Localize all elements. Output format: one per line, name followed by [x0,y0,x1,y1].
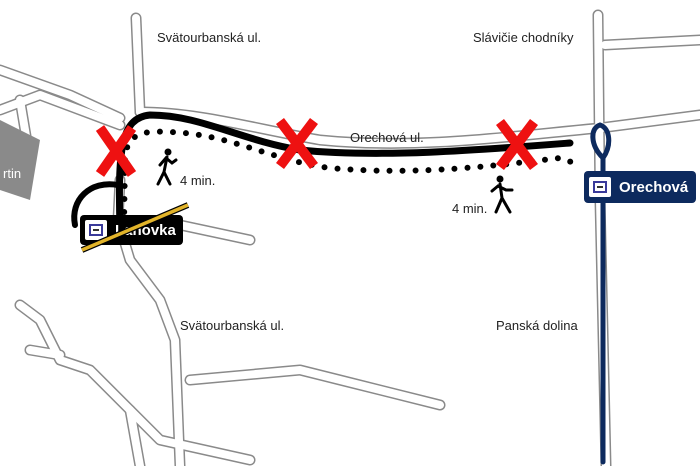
street-label: Panská dolina [496,318,578,333]
building [0,120,40,200]
stop-orechova[interactable]: Orechová [584,171,696,203]
bus-stop-icon [589,177,611,197]
closed-road-x-icon [95,117,538,177]
stop-name: Lanovka [115,221,176,239]
street-label: Svätourbanská ul. [157,30,262,45]
pedestrian-icon [156,148,178,186]
new-route [590,122,612,465]
street-label: Orechová ul. [350,130,424,145]
stop-name: Orechová [619,178,689,196]
pedestrian-icon [490,175,514,214]
bus-stop-icon [85,220,107,240]
walk-time: 4 min. [452,201,488,216]
old-route-loop [71,181,121,228]
street-label: Slávičie chodníky [473,30,574,45]
stop-lanovka-cancelled[interactable]: Lanovka [80,215,183,245]
building-label: rtin [3,166,22,181]
street-label: Svätourbanská ul. [180,318,285,333]
walk-time: 4 min. [180,173,216,188]
